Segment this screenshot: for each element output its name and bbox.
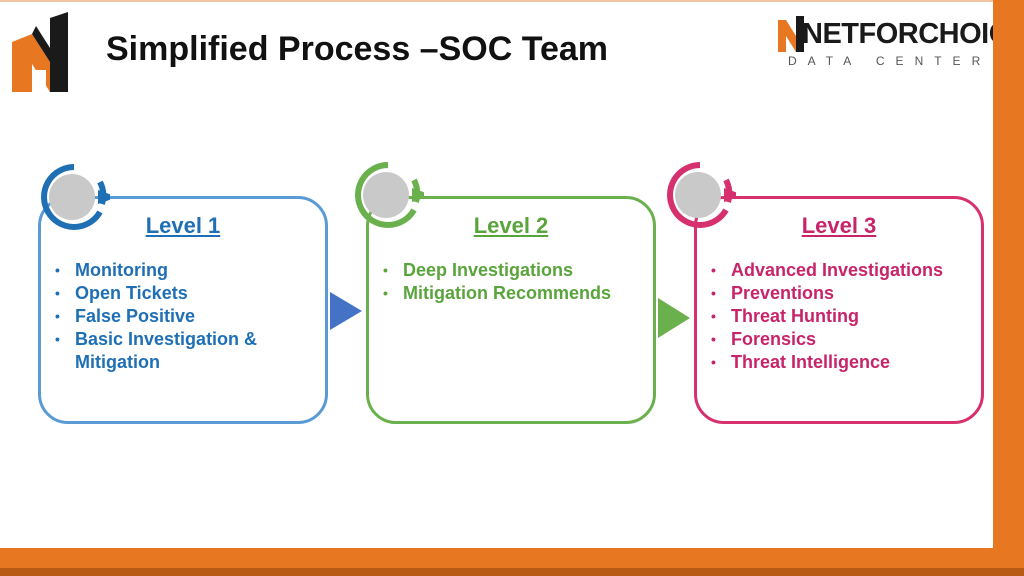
list-item: Basic Investigation & Mitigation bbox=[55, 328, 315, 374]
top-divider bbox=[0, 0, 993, 2]
level-1-card: Level 1 Monitoring Open Tickets False Po… bbox=[38, 196, 328, 424]
accent-bar-right bbox=[993, 0, 1024, 576]
brand-logo: NETFORCHOICE DATA CENTER bbox=[778, 14, 1024, 74]
level-3-card: Level 3 Advanced Investigations Preventi… bbox=[694, 196, 984, 424]
list-item: Threat Hunting bbox=[711, 305, 987, 328]
brand-n-icon bbox=[778, 16, 804, 52]
list-item: Threat Intelligence bbox=[711, 351, 987, 374]
level-3-badge-icon bbox=[667, 162, 736, 228]
accent-bar-bottom bbox=[0, 548, 1024, 576]
level-2-title: Level 2 bbox=[473, 213, 549, 238]
level-1-badge-icon bbox=[41, 164, 110, 230]
list-item: False Positive bbox=[55, 305, 315, 328]
list-item: Advanced Investigations bbox=[711, 259, 987, 282]
level-2-card: Level 2 Deep Investigations Mitigation R… bbox=[366, 196, 656, 424]
list-item: Deep Investigations bbox=[383, 259, 659, 282]
arrow-right-icon bbox=[658, 298, 690, 338]
slide: Simplified Process –SOC Team NETFORCHOIC… bbox=[0, 0, 993, 548]
list-item: Preventions bbox=[711, 282, 987, 305]
page-title: Simplified Process –SOC Team bbox=[106, 30, 608, 68]
level-3-list: Advanced Investigations Preventions Thre… bbox=[711, 259, 987, 374]
list-item: Open Tickets bbox=[55, 282, 315, 305]
n-logo-icon bbox=[12, 12, 68, 92]
list-item: Forensics bbox=[711, 328, 987, 351]
level-2-badge-icon bbox=[355, 162, 424, 228]
arrow-right-icon bbox=[330, 292, 362, 330]
brand-name: NETFORCHOICE bbox=[802, 18, 1024, 50]
list-item: Mitigation Recommends bbox=[383, 282, 659, 305]
level-3-title: Level 3 bbox=[801, 213, 877, 238]
level-1-list: Monitoring Open Tickets False Positive B… bbox=[55, 259, 315, 374]
level-2-list: Deep Investigations Mitigation Recommend… bbox=[383, 259, 659, 305]
brand-subtitle: DATA CENTER bbox=[788, 54, 992, 68]
list-item: Monitoring bbox=[55, 259, 315, 282]
level-1-title: Level 1 bbox=[145, 213, 221, 238]
